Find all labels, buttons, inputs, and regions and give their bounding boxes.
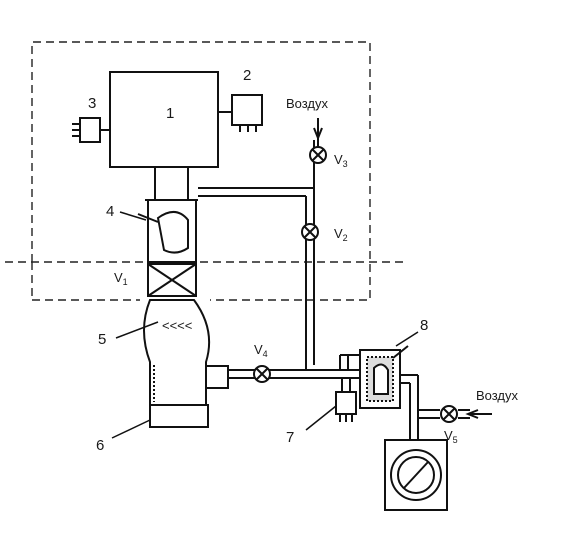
valve-v3 — [309, 118, 327, 164]
valve-label-v5: V5 — [444, 428, 458, 445]
gauge-2 — [218, 94, 263, 132]
pump-heater — [149, 404, 209, 428]
valve-v2 — [301, 223, 319, 241]
valve-label-v2: V2 — [334, 226, 348, 243]
enclosure-boundary — [31, 41, 371, 301]
cold-trap — [137, 199, 197, 263]
callout-5: 5 — [98, 331, 106, 348]
valve-v4 — [253, 365, 271, 383]
chamber-neck — [145, 167, 198, 201]
rotary-pump — [384, 439, 448, 511]
pipelines — [198, 140, 470, 440]
callout-8: 8 — [420, 317, 428, 334]
valve-label-v4: V4 — [254, 342, 268, 359]
svg-text:<<<<: <<<< — [162, 318, 192, 333]
callout-3: 3 — [88, 95, 96, 112]
callout-6: 6 — [96, 437, 104, 454]
gauge-7 — [335, 391, 357, 422]
callout-1: 1 — [166, 105, 174, 122]
valve-label-v1: V1 — [114, 270, 128, 287]
valve-label-v3: V3 — [334, 152, 348, 169]
callout-leaders — [111, 211, 419, 439]
sorption-trap — [359, 345, 409, 409]
callout-2: 2 — [243, 67, 251, 84]
diffusion-pump: <<<< — [143, 299, 211, 406]
gate-valve-v1 — [147, 263, 197, 297]
foreline-outlet — [205, 365, 229, 389]
air-label-top: Воздух — [286, 96, 329, 111]
air-label-right: Воздух — [476, 388, 519, 403]
callout-4: 4 — [106, 203, 114, 220]
gauge-3 — [72, 117, 110, 143]
callout-7: 7 — [286, 429, 294, 446]
vacuum-chamber — [109, 71, 219, 168]
valve-v5 — [440, 405, 492, 423]
